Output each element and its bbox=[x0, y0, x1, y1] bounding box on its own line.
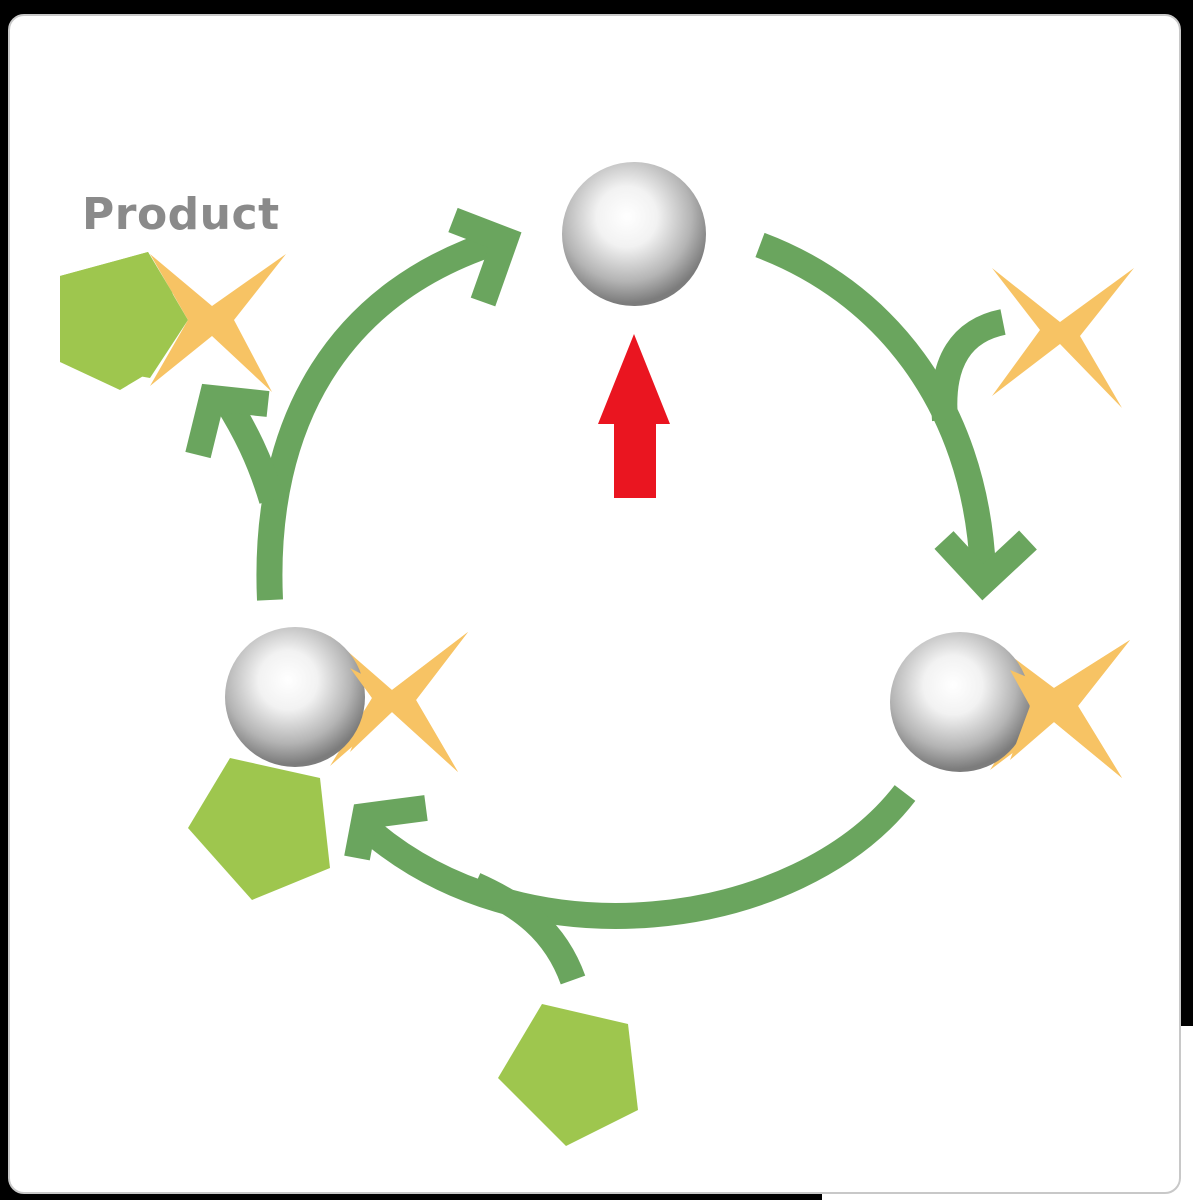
cofactor-join-branch bbox=[469, 873, 586, 985]
cycle-arrow-left-head bbox=[448, 207, 522, 307]
cofactor-pentagon-free bbox=[498, 1004, 638, 1146]
cycle-arrow-bottom-head bbox=[344, 795, 428, 861]
enzyme-sphere-left bbox=[225, 627, 365, 767]
product-pentagon-front bbox=[60, 252, 182, 390]
substrate-star-free bbox=[992, 268, 1134, 408]
enzyme-sphere-right bbox=[890, 632, 1030, 772]
cycle-arrow-bottom bbox=[351, 785, 916, 929]
enzyme-sphere-top bbox=[562, 162, 706, 306]
cycle-arrow-left bbox=[256, 227, 506, 601]
product-star bbox=[150, 254, 286, 392]
product-label: Product bbox=[82, 189, 280, 240]
substrate-star-right-overlap bbox=[1010, 640, 1130, 778]
input-arrow bbox=[598, 334, 670, 498]
substrate-star-left-overlap bbox=[350, 632, 468, 772]
cofactor-pentagon-left-complex bbox=[188, 758, 330, 900]
product-release-head bbox=[185, 383, 270, 459]
cycle-arrow-top-right bbox=[755, 232, 996, 571]
cycle-arrow-top-right-head bbox=[934, 530, 1037, 601]
substrate-join-branch bbox=[931, 309, 1007, 422]
